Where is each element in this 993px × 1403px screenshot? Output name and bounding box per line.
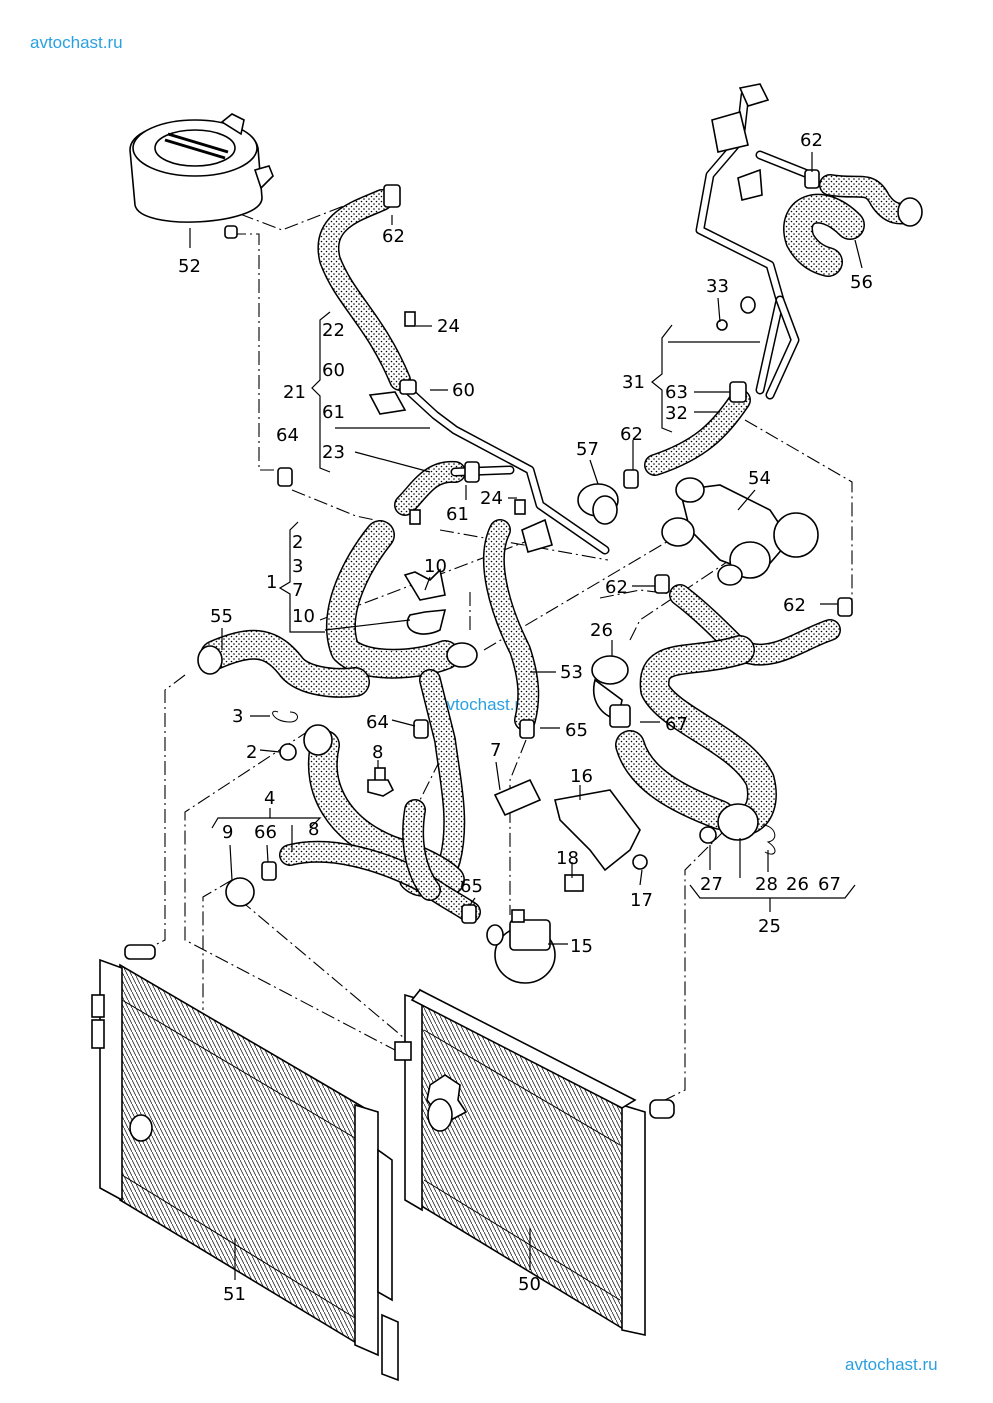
label-62-c: 62 <box>605 577 628 598</box>
hose-25 <box>615 574 853 841</box>
label-62-a: 62 <box>382 226 405 247</box>
bracket-10 <box>403 568 447 635</box>
label-61-a: 61 <box>322 402 345 423</box>
label-10-a: 10 <box>292 606 315 627</box>
label-1: 1 <box>266 572 277 593</box>
pipe-31 <box>695 83 815 400</box>
label-64-a: 64 <box>276 425 299 446</box>
label-8-b: 8 <box>308 819 319 840</box>
label-56: 56 <box>850 272 873 293</box>
label-15: 15 <box>570 936 593 957</box>
leader-lines <box>189 152 863 1280</box>
thermostat-57 <box>577 469 639 525</box>
label-55: 55 <box>210 606 233 627</box>
label-31: 31 <box>622 372 645 393</box>
label-24-a: 24 <box>437 316 460 337</box>
small-parts <box>272 296 776 924</box>
label-65-b: 65 <box>460 876 483 897</box>
label-67-b: 67 <box>818 874 841 895</box>
watermark-bottom: avtochast.ru <box>845 1355 938 1374</box>
label-7-b: 7 <box>490 740 501 761</box>
label-62-d: 62 <box>783 595 806 616</box>
label-21: 21 <box>283 382 306 403</box>
label-4: 4 <box>264 788 275 809</box>
label-27: 27 <box>700 874 723 895</box>
label-24-b: 24 <box>480 488 503 509</box>
housing-54 <box>661 477 819 586</box>
hose-32 <box>644 381 751 476</box>
clamp-62-top <box>383 184 401 208</box>
label-60-b: 60 <box>452 380 475 401</box>
label-32: 32 <box>665 403 688 424</box>
label-17: 17 <box>630 890 653 911</box>
radiator-50 <box>394 988 675 1336</box>
hose-8 <box>402 799 441 901</box>
label-62-b: 62 <box>620 424 643 445</box>
label-53: 53 <box>560 662 583 683</box>
label-16: 16 <box>570 766 593 787</box>
label-8-a: 8 <box>372 742 383 763</box>
label-60-a: 60 <box>322 360 345 381</box>
hose-55 <box>197 629 370 698</box>
label-28: 28 <box>755 874 778 895</box>
label-63: 63 <box>665 382 688 403</box>
hose-22 <box>317 189 411 391</box>
label-52: 52 <box>178 256 201 277</box>
label-10-b: 10 <box>424 556 447 577</box>
watermark-top: avtochast.ru <box>30 33 123 52</box>
pump-15 <box>486 909 556 984</box>
label-26-a: 26 <box>590 620 613 641</box>
radiator-51 <box>91 944 399 1382</box>
bracket-16 <box>554 789 648 892</box>
label-22: 22 <box>322 320 345 341</box>
label-18: 18 <box>556 848 579 869</box>
label-26-b: 26 <box>786 874 809 895</box>
label-23: 23 <box>322 442 345 463</box>
label-61-b: 61 <box>446 504 469 525</box>
label-25: 25 <box>758 916 781 937</box>
label-65-a: 65 <box>565 720 588 741</box>
label-9: 9 <box>222 822 233 843</box>
label-3-a: 3 <box>292 556 303 577</box>
label-2-b: 2 <box>246 742 257 763</box>
hose-53 <box>482 519 540 731</box>
fitting-26 <box>591 655 631 728</box>
label-33: 33 <box>706 276 729 297</box>
expansion-tank-52 <box>129 113 274 239</box>
label-2-a: 2 <box>292 532 303 553</box>
label-50: 50 <box>518 1274 541 1295</box>
part-labels: 52 62 22 24 21 60 60 61 64 23 61 24 2 3 … <box>178 130 873 1305</box>
watermark-center: avtochast.ru <box>437 695 530 714</box>
hose-56 <box>783 169 923 277</box>
label-3-b: 3 <box>232 706 243 727</box>
label-62-e: 62 <box>800 130 823 151</box>
label-67-a: 67 <box>665 714 688 735</box>
label-66: 66 <box>254 822 277 843</box>
label-64-b: 64 <box>366 712 389 733</box>
label-57: 57 <box>576 439 599 460</box>
label-7-a: 7 <box>292 580 303 601</box>
label-54: 54 <box>748 468 771 489</box>
hose-23 <box>394 460 515 516</box>
pipe-21 <box>368 379 610 555</box>
label-51: 51 <box>223 1284 246 1305</box>
